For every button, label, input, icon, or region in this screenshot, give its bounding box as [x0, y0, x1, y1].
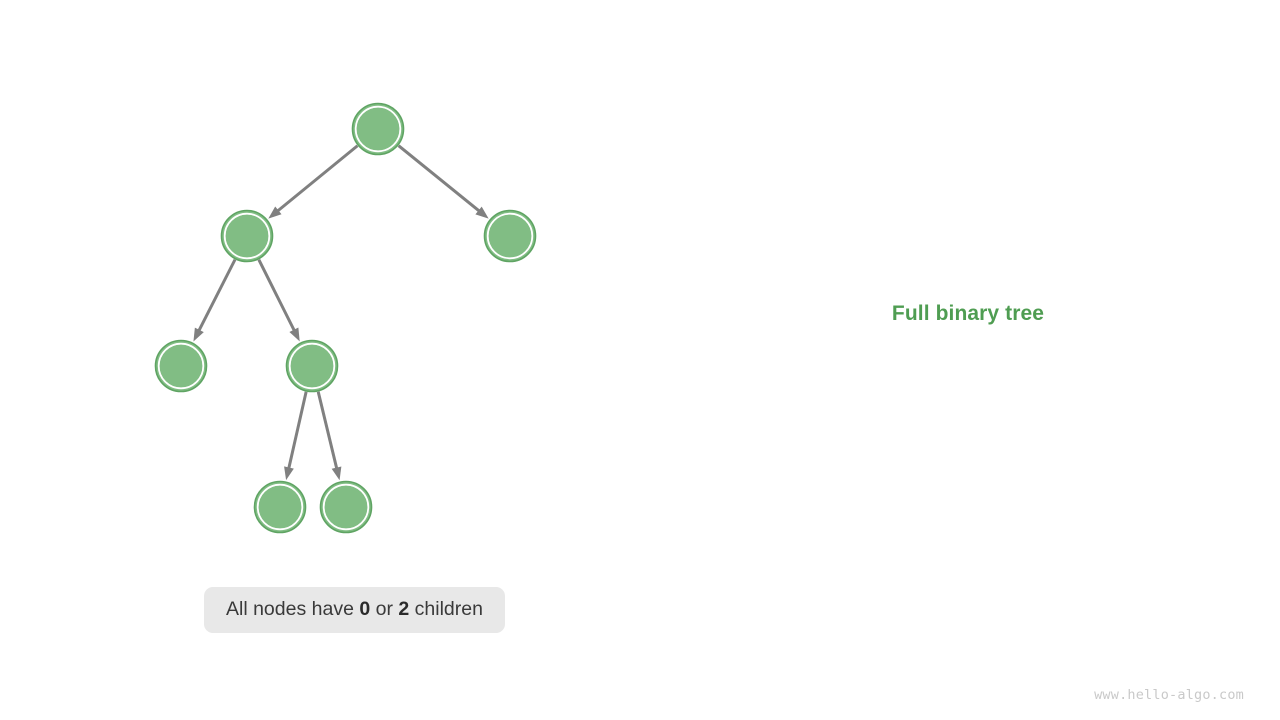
tree-edge — [397, 144, 489, 219]
node-inner-ring — [223, 212, 271, 260]
tree-edge — [316, 391, 342, 481]
tree-node[interactable] — [220, 209, 274, 263]
edge-arrowhead-icon — [331, 466, 342, 481]
edge-arrowhead-icon — [193, 327, 204, 342]
edge-arrowhead-icon — [268, 206, 282, 219]
edge-line — [275, 144, 359, 214]
tree-node[interactable] — [319, 480, 373, 534]
caption-text: All nodes have 0 or 2 children — [226, 598, 483, 620]
caption-emphasis: 0 — [359, 597, 371, 620]
watermark: www.hello-algo.com — [1094, 687, 1244, 703]
edge-arrowhead-icon — [284, 466, 294, 481]
tree-node[interactable] — [253, 480, 307, 534]
node-core — [258, 485, 302, 529]
tree-edge — [284, 391, 308, 481]
caption-segment: All nodes have — [226, 597, 360, 620]
tree-node[interactable] — [351, 102, 405, 156]
node-core — [356, 107, 400, 151]
node-inner-ring — [322, 483, 370, 531]
node-inner-ring — [256, 483, 304, 531]
tree-node-layer — [154, 102, 537, 534]
tree-node[interactable] — [154, 339, 208, 393]
tree-edge — [268, 144, 359, 219]
node-inner-ring — [486, 212, 534, 260]
node-inner-ring — [157, 342, 205, 390]
edge-line — [316, 391, 339, 471]
node-core — [290, 344, 334, 388]
edge-arrowhead-icon — [289, 327, 300, 342]
tree-edge — [257, 259, 300, 342]
node-core — [488, 214, 532, 258]
edge-line — [286, 391, 308, 471]
node-inner-ring — [288, 342, 336, 390]
tree-edge-layer — [193, 144, 489, 481]
node-core — [225, 214, 269, 258]
edge-line — [257, 259, 297, 333]
caption-emphasis: 2 — [398, 597, 410, 620]
edge-line — [196, 258, 237, 333]
node-core — [159, 344, 203, 388]
node-inner-ring — [354, 105, 402, 153]
edge-arrowhead-icon — [475, 206, 489, 219]
caption-segment: children — [409, 597, 483, 620]
caption-segment: or — [370, 597, 399, 620]
node-core — [324, 485, 368, 529]
tree-node[interactable] — [483, 209, 537, 263]
tree-node[interactable] — [285, 339, 339, 393]
caption-badge: All nodes have 0 or 2 children — [204, 587, 505, 633]
page-title: Full binary tree — [891, 302, 1045, 325]
tree-edge — [193, 258, 237, 342]
edge-line — [397, 144, 482, 214]
